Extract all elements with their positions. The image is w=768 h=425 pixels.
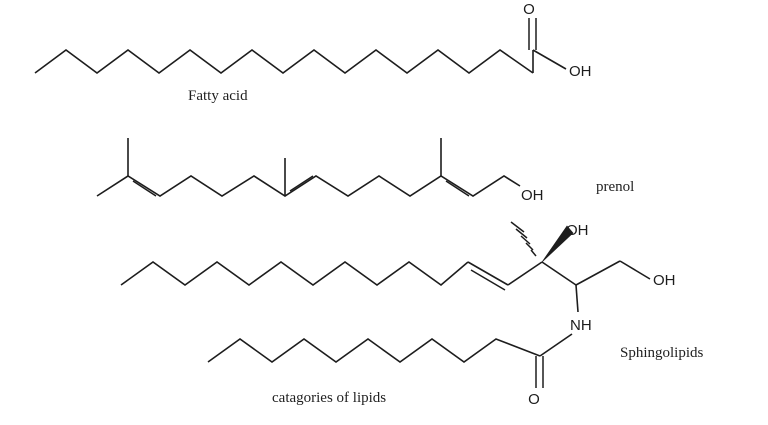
- sphingosine-hashed-wedge-methyl: [510, 221, 537, 257]
- fatty-acid-bond-to-hydroxyl: [532, 49, 567, 70]
- sphingosine-bond-c1-to-hydroxyl: [619, 260, 651, 280]
- prenol-hydroxyl-label: OH: [521, 187, 544, 204]
- caption-bottom-title: catagories of lipids: [272, 390, 387, 406]
- prenol-double-bond-1-inner-line: [132, 180, 157, 197]
- structure-fatty-acid: O OH: [34, 1, 592, 80]
- sphingosine-hash-mark-1: [530, 249, 537, 257]
- sphingosine-hash-mark-2: [525, 242, 534, 251]
- caption-prenol: prenol: [596, 179, 635, 195]
- sphingosine-secondary-hydroxyl-label: OH: [566, 222, 589, 239]
- sphingosine-alkene-inner-line: [470, 269, 506, 291]
- fatty-acid-chain-bonds: [34, 49, 534, 74]
- structure-prenol: OH: [96, 138, 544, 204]
- caption-fatty-acid: Fatty acid: [188, 88, 248, 104]
- caption-sphingolipids: Sphingolipids: [620, 345, 704, 361]
- sphingosine-bond-c2-to-nitrogen: [575, 284, 579, 313]
- sphingosine-chain-bonds: [120, 261, 469, 287]
- sphingosine-bond-stereocenter-to-c2: [541, 261, 577, 286]
- sphingosine-hash-mark-3: [520, 235, 531, 245]
- prenol-chain-bonds: [96, 175, 521, 197]
- sphingosine-hash-mark-4: [515, 228, 528, 239]
- sphingosine-hash-mark-5: [510, 221, 525, 233]
- structure-sphingosine: OH OH NH: [120, 221, 676, 334]
- structure-acyl-chain: O: [207, 333, 573, 408]
- sphingosine-amide-nitrogen-label: NH: [570, 317, 592, 334]
- sphingosine-primary-hydroxyl-label: OH: [653, 272, 676, 289]
- acyl-carbonyl-oxygen-label: O: [528, 391, 540, 408]
- fatty-acid-hydroxyl-label: OH: [569, 63, 592, 80]
- prenol-double-bond-3-inner-line: [445, 180, 470, 197]
- prenol-double-bond-2-inner-line: [289, 175, 314, 192]
- acyl-bond-to-nitrogen: [539, 333, 573, 357]
- fatty-acid-carbonyl-oxygen-label: O: [523, 1, 535, 18]
- sphingosine-bond-c2-to-c1: [575, 260, 621, 286]
- sphingosine-solid-wedge-to-hydroxyl: [541, 225, 574, 263]
- acyl-chain-bonds: [207, 338, 541, 363]
- sphingosine-bond-c3-to-stereocenter: [507, 261, 543, 286]
- sphingosine-alkene-main-bond: [467, 261, 509, 286]
